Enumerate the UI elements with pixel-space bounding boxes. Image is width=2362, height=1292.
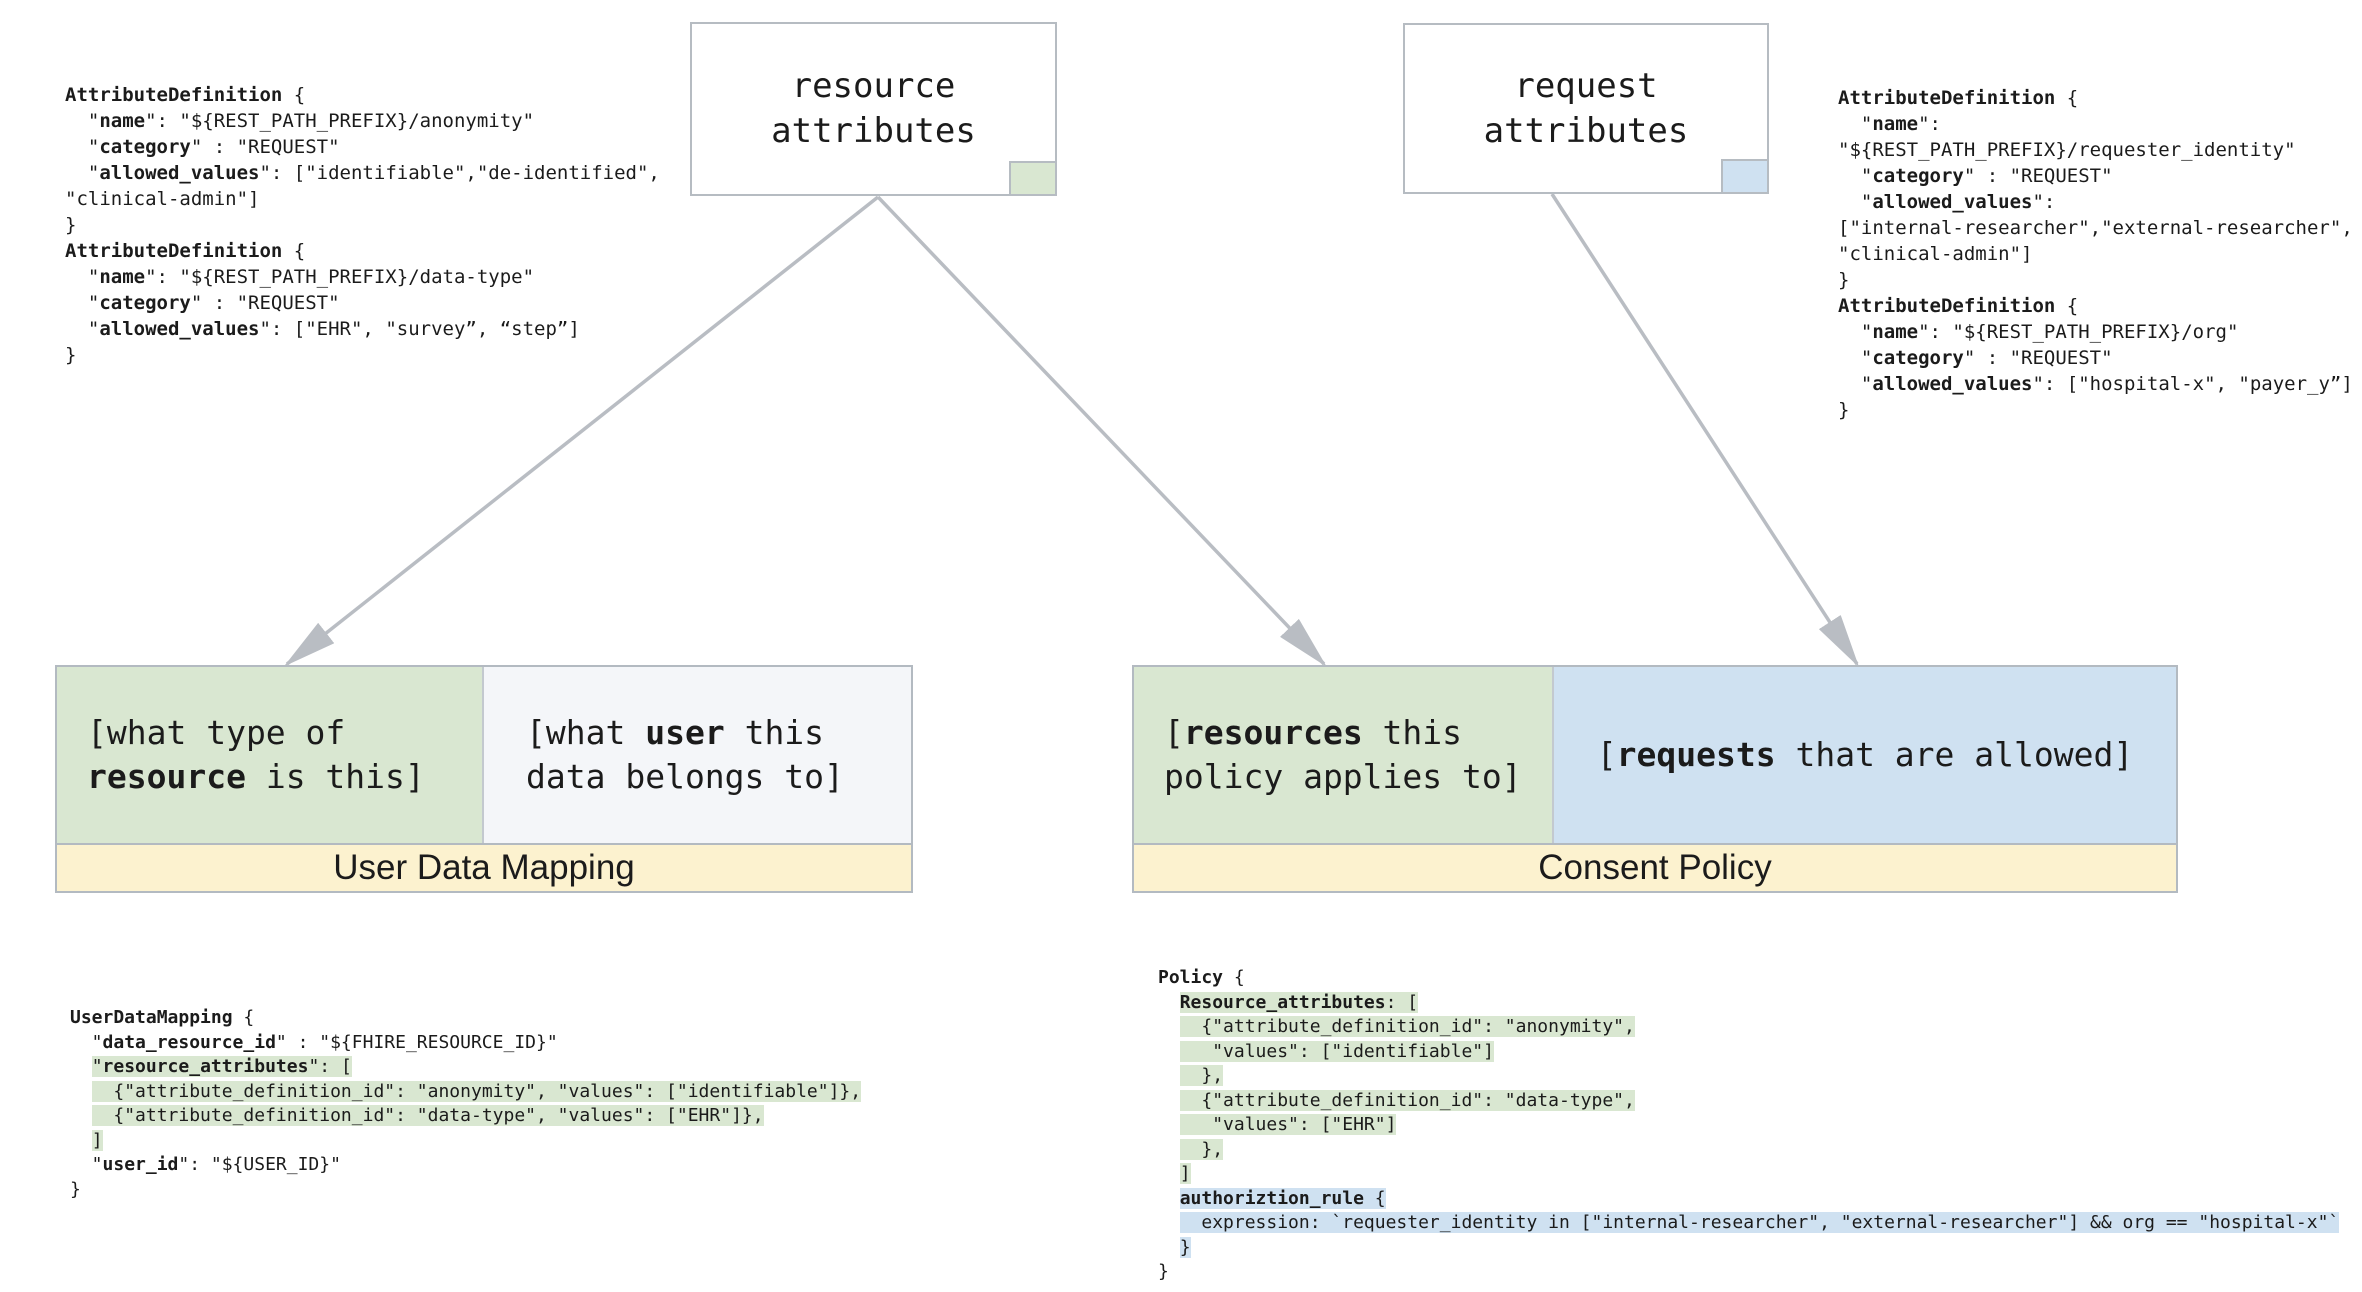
code-line: {"attribute_definition_id": "anonymity",… — [91, 1080, 862, 1102]
code-line: "category" : "REQUEST" — [1838, 165, 2113, 187]
user-data-mapping-table: [what type of resource is this] [what us… — [55, 665, 913, 893]
code-line: UserDataMapping { — [70, 1007, 255, 1028]
resource-type-cell-text: [what type of resource is this] — [87, 713, 425, 796]
code-line: }, — [1179, 1138, 1224, 1160]
code-line: AttributeDefinition { — [1838, 87, 2079, 109]
code-line: "allowed_values": ["identifiable","de-id… — [65, 162, 660, 184]
code-line: "name": "${REST_PATH_PREFIX}/data-type" — [65, 266, 535, 288]
request-attributes-box: request attributes — [1403, 23, 1769, 194]
user-data-mapping-title: User Data Mapping — [57, 843, 911, 891]
code-line: Policy { — [1158, 967, 1245, 988]
code-line: "allowed_values": ["EHR", "survey”, “ste… — [65, 318, 580, 340]
resource-attributes-box: resource attributes — [690, 22, 1057, 196]
code-line: } — [65, 214, 77, 236]
code-line: "allowed_values": ["hospital-x", "payer_… — [1838, 373, 2353, 395]
code-line: {"attribute_definition_id": "anonymity", — [1179, 1016, 1635, 1037]
resource-attributes-label: resource attributes — [771, 66, 976, 151]
resource-color-chip — [1009, 161, 1057, 196]
request-attributes-label: request attributes — [1483, 65, 1689, 151]
user-cell-text: [what user this data belongs to] — [526, 713, 844, 796]
code-line: ] — [91, 1129, 103, 1151]
user-data-mapping-code: UserDataMapping { "data_resource_id" : "… — [70, 1006, 862, 1202]
code-line: "allowed_values": — [1838, 191, 2056, 213]
code-line: }, — [1179, 1065, 1224, 1086]
code-line: ] — [1179, 1163, 1191, 1184]
code-line: AttributeDefinition { — [65, 240, 306, 262]
arrow-request-to-consent-policy — [1550, 193, 1860, 668]
requests-cell-text: [requests that are allowed] — [1596, 735, 2134, 774]
code-line: "category" : "REQUEST" — [65, 292, 340, 314]
code-line: "clinical-admin"] — [65, 188, 260, 210]
code-line: "resource_attributes": [ — [91, 1056, 352, 1077]
code-line: AttributeDefinition { — [65, 84, 306, 106]
resources-cell: [resources this policy applies to] — [1134, 667, 1554, 843]
code-line: "name": "${REST_PATH_PREFIX}/anonymity" — [65, 110, 535, 132]
arrow-resource-to-consent-policy — [876, 195, 1327, 667]
code-line: authoriztion_rule { — [1179, 1187, 1386, 1209]
code-line: "name": — [1838, 113, 1941, 135]
user-cell: [what user this data belongs to] — [484, 667, 911, 843]
code-line: {"attribute_definition_id": "data-type",… — [91, 1105, 764, 1126]
code-line: } — [65, 344, 77, 366]
code-line: "clinical-admin"] — [1838, 243, 2033, 265]
code-line: "user_id": "${USER_ID}" — [70, 1154, 341, 1175]
code-line: "category" : "REQUEST" — [65, 136, 340, 158]
code-line: AttributeDefinition { — [1838, 295, 2079, 317]
code-line: expression: `requester_identity in ["int… — [1179, 1212, 2340, 1233]
resource-type-cell: [what type of resource is this] — [57, 667, 484, 843]
code-line: "values": ["EHR"] — [1179, 1114, 1397, 1135]
code-line: ["internal-researcher","external-researc… — [1838, 217, 2353, 239]
code-line: Resource_attributes: [ — [1179, 991, 1419, 1013]
attribute-definitions-request-code: AttributeDefinition { "name": "${REST_PAT… — [1838, 85, 2353, 423]
request-color-chip — [1721, 159, 1769, 194]
code-line: } — [1158, 1261, 1169, 1282]
code-line: } — [1838, 399, 1850, 421]
resources-cell-text: [resources this policy applies to] — [1164, 713, 1522, 796]
code-line: "values": ["identifiable"] — [1179, 1040, 1494, 1062]
code-line: "category" : "REQUEST" — [1838, 347, 2113, 369]
consent-policy-code: Policy { Resource_attributes: [ {"attrib… — [1158, 966, 2340, 1285]
code-line: } — [70, 1178, 81, 1200]
code-line: "${REST_PATH_PREFIX}/requester_identity" — [1838, 139, 2296, 161]
consent-policy-title: Consent Policy — [1134, 843, 2176, 891]
attribute-definitions-resource-code: AttributeDefinition { "name": "${REST_PA… — [65, 82, 660, 368]
code-line: "data_resource_id" : "${FHIRE_RESOURCE_I… — [70, 1031, 558, 1053]
code-line: {"attribute_definition_id": "data-type", — [1179, 1089, 1635, 1111]
requests-cell: [requests that are allowed] — [1554, 667, 2176, 843]
code-line: } — [1179, 1236, 1191, 1258]
code-line: "name": "${REST_PATH_PREFIX}/org" — [1838, 321, 2239, 343]
code-line: } — [1838, 269, 1850, 291]
consent-policy-table: [resources this policy applies to] [requ… — [1132, 665, 2178, 893]
